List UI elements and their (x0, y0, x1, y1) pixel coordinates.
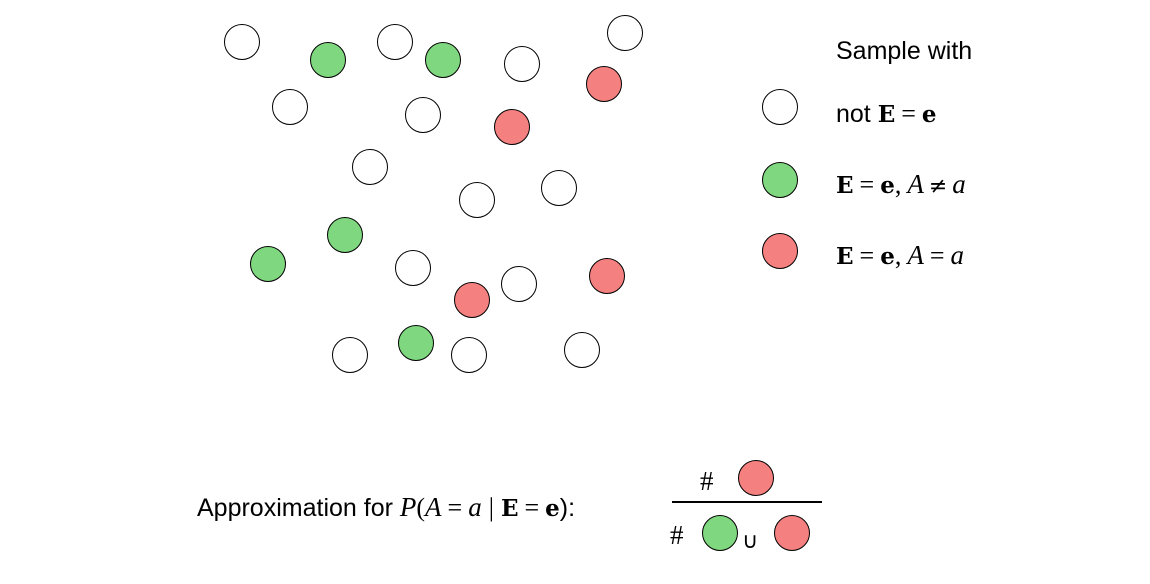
sample-dot-empty (504, 46, 540, 82)
sample-dot-green (327, 217, 363, 253)
legend-dot-empty (762, 89, 798, 125)
sample-dot-empty (541, 170, 577, 206)
sample-cloud (224, 15, 643, 373)
sample-dot-empty (352, 149, 388, 185)
legend-label-a-eq-a: E=e,A=a (836, 240, 964, 270)
legend: Sample with not E=e E=e,A≠a E=e,A=a (762, 37, 972, 270)
denominator-hash: # (670, 520, 684, 550)
numerator-hash: # (700, 466, 714, 496)
sample-dot-empty (224, 24, 260, 60)
legend-label-not-e: not E=e (836, 99, 937, 128)
legend-label-a-not-a: E=e,A≠a (836, 169, 966, 199)
denominator-dot-green (702, 515, 738, 551)
sample-dot-empty (395, 250, 431, 286)
sample-dot-red (589, 258, 625, 294)
sample-dot-empty (459, 182, 495, 218)
sample-dot-red (494, 109, 530, 145)
sample-dot-empty (405, 97, 441, 133)
union-symbol: ∪ (742, 529, 758, 554)
legend-title: Sample with (836, 37, 972, 65)
sample-dot-green (425, 42, 461, 78)
numerator-dot-red (738, 460, 774, 496)
sample-dot-empty (451, 337, 487, 373)
formula-label: Approximation for P(A=a|E=e): (197, 492, 575, 522)
sample-dot-empty (501, 266, 537, 302)
legend-dot-green (762, 162, 798, 198)
sample-dot-red (454, 282, 490, 318)
sample-dot-green (250, 246, 286, 282)
sample-dot-empty (272, 89, 308, 125)
sample-dot-empty (332, 337, 368, 373)
sample-dot-red (586, 66, 622, 102)
sample-dot-empty (607, 15, 643, 51)
sample-dot-empty (564, 332, 600, 368)
legend-dot-red (762, 233, 798, 269)
sample-dot-green (310, 42, 346, 78)
denominator-dot-red (774, 515, 810, 551)
sample-dot-green (398, 325, 434, 361)
approximation-formula: Approximation for P(A=a|E=e): # # ∪ (197, 460, 822, 554)
sample-dot-empty (377, 24, 413, 60)
